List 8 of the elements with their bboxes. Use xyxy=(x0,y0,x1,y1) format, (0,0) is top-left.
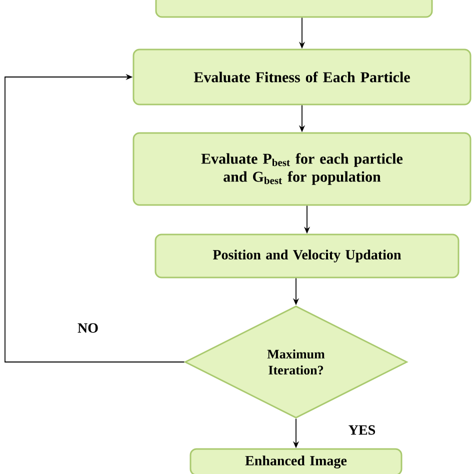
process-box: Evaluate Fitness of Each Particle xyxy=(132,48,472,106)
process-box xyxy=(155,0,433,18)
process-box: Evaluate P$_{best}$ for each particle and G$_{best}$ for population xyxy=(132,132,472,206)
edge-label: YES xyxy=(347,424,377,436)
edge-label: NO xyxy=(76,322,100,334)
arrow xyxy=(4,74,185,362)
process-box: Enhanced Image xyxy=(190,448,402,474)
process-box: Position and Velocity Updation xyxy=(154,234,460,278)
